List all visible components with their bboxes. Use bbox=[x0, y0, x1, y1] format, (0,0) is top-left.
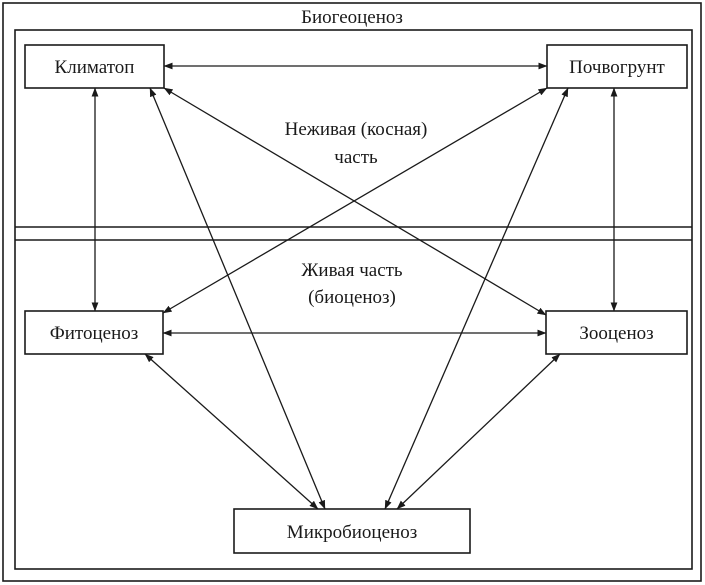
connection-arrows bbox=[91, 62, 618, 510]
arrow-phyto-micro bbox=[144, 353, 319, 510]
node-micro-label: Микробиоценоз bbox=[287, 522, 417, 543]
node-zoo-label: Зооценоз bbox=[579, 323, 653, 344]
living-part-label-line2: (биоценоз) bbox=[308, 287, 396, 308]
arrow-zoo-micro bbox=[396, 353, 561, 510]
node-zoo: Зооценоз bbox=[545, 310, 688, 355]
arrow-soil-micro bbox=[384, 87, 569, 510]
inner-frame bbox=[14, 29, 693, 570]
arrow-climatop-micro bbox=[149, 87, 326, 510]
node-phyto-label: Фитоценоз bbox=[50, 323, 139, 344]
node-climatop-label: Климатоп bbox=[55, 57, 135, 78]
nonliving-part-label-line1: Неживая (косная) bbox=[285, 119, 428, 140]
node-soil-label: Почвогрунт bbox=[569, 57, 665, 78]
living-part-label-line1: Живая часть bbox=[301, 260, 403, 281]
diagram-title: Биогеоценоз bbox=[301, 7, 403, 28]
node-soil: Почвогрунт bbox=[546, 44, 688, 89]
node-phyto: Фитоценоз bbox=[24, 310, 164, 355]
node-micro: Микробиоценоз bbox=[233, 508, 471, 554]
nonliving-part-label-line2: часть bbox=[334, 147, 378, 168]
node-climatop: Климатоп bbox=[24, 44, 165, 89]
